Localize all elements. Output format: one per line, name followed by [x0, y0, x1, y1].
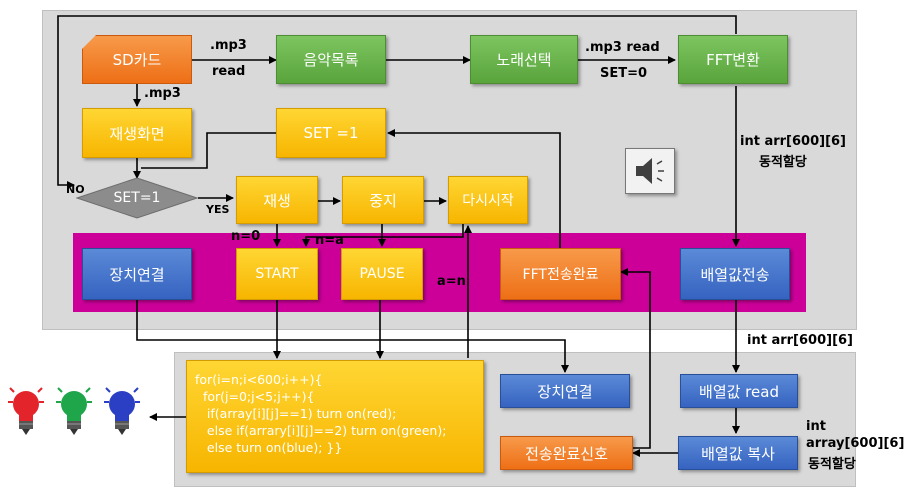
device-connect-top-label: 장치연결 [109, 265, 165, 284]
device-connect-bottom-label: 장치연결 [537, 382, 593, 401]
array-copy-box: 배열값 복사 [678, 436, 798, 470]
speaker-icon [625, 148, 675, 194]
send-done-signal-box: 전송완료신호 [500, 436, 633, 470]
set1-box-label: SET =1 [303, 124, 359, 142]
code-line-2: for(j=0;j<5;j++){ [195, 389, 315, 404]
mp3-top-label: .mp3 [210, 38, 247, 53]
sd-card-box: SD카드 [82, 35, 192, 84]
stop-box: 중지 [342, 176, 424, 224]
bulb-group [4, 380, 146, 444]
device-connect-top-box: 장치연결 [82, 248, 192, 300]
int-arr-alloc-label: int arr[600][6] [740, 134, 846, 149]
int-label: int [806, 419, 826, 434]
restart-box: 다시시작 [448, 176, 528, 224]
sd-card-label: SD카드 [112, 51, 162, 69]
dyn-alloc-bottom-label: 동적할당 [808, 457, 856, 472]
code-line-5: else turn on(blue); }} [195, 440, 343, 455]
song-select-box: 노래선택 [470, 35, 578, 84]
set1-decision: SET=1 [76, 177, 198, 219]
red-bulb-icon [8, 387, 44, 435]
green-bulb-icon [56, 387, 92, 435]
music-list-label: 음악목록 [303, 51, 359, 69]
set0-label: SET=0 [600, 66, 648, 81]
start-box: START [236, 248, 318, 300]
na-label: n=a [315, 233, 344, 248]
song-select-label: 노래선택 [496, 51, 552, 69]
array-read-box: 배열값 read [680, 374, 798, 408]
array-send-label: 배열값전송 [700, 265, 770, 284]
stop-label: 중지 [369, 191, 397, 210]
array-copy-label: 배열값 복사 [701, 444, 775, 463]
array-send-box: 배열값전송 [680, 248, 790, 300]
code-line-4: else if(arrary[i][j]==2) turn on(green); [195, 423, 447, 438]
play-screen-label: 재생화면 [109, 124, 165, 143]
play-label: 재생 [263, 191, 291, 210]
play-box: 재생 [236, 176, 318, 224]
device-connect-bottom-box: 장치연결 [500, 374, 630, 408]
play-screen-box: 재생화면 [82, 108, 192, 158]
yes-label: YES [206, 203, 230, 216]
code-line-1: for(i=n;i<600;i++){ [195, 372, 323, 387]
mp3-read-label: .mp3 read [585, 40, 660, 55]
set1-decision-label: SET=1 [113, 190, 161, 206]
fft-label: FFT변환 [706, 51, 760, 69]
read-top-label: read [212, 64, 246, 79]
pause-label: PAUSE [359, 266, 405, 282]
led-code-box: for(i=n;i<600;i++){ for(j=0;j<5;j++){ if… [186, 360, 484, 473]
mp3-down-label: .mp3 [144, 86, 181, 101]
send-done-signal-label: 전송완료신호 [525, 444, 608, 463]
dyn-alloc-top-label: 동적할당 [759, 155, 807, 170]
music-list-box: 음악목록 [276, 35, 386, 84]
array-read-label: 배열값 read [699, 382, 779, 401]
int-arr-label: int arr[600][6] [747, 333, 853, 348]
n0-label: n=0 [231, 229, 261, 244]
fft-box: FFT변환 [678, 35, 788, 84]
fft-done-label: FFT전송완료 [522, 267, 599, 283]
code-line-3: if(array[i][j]==1) turn on(red); [195, 406, 397, 421]
set1-box: SET =1 [276, 108, 386, 158]
array-label: array[600][6] [806, 436, 905, 451]
fft-done-box: FFT전송완료 [500, 248, 621, 300]
restart-label: 다시시작 [462, 193, 514, 209]
an-label: a=n [437, 274, 466, 289]
no-label: NO [66, 183, 85, 196]
start-label: START [255, 266, 299, 282]
pause-box: PAUSE [341, 248, 423, 300]
blue-bulb-icon [104, 387, 140, 435]
